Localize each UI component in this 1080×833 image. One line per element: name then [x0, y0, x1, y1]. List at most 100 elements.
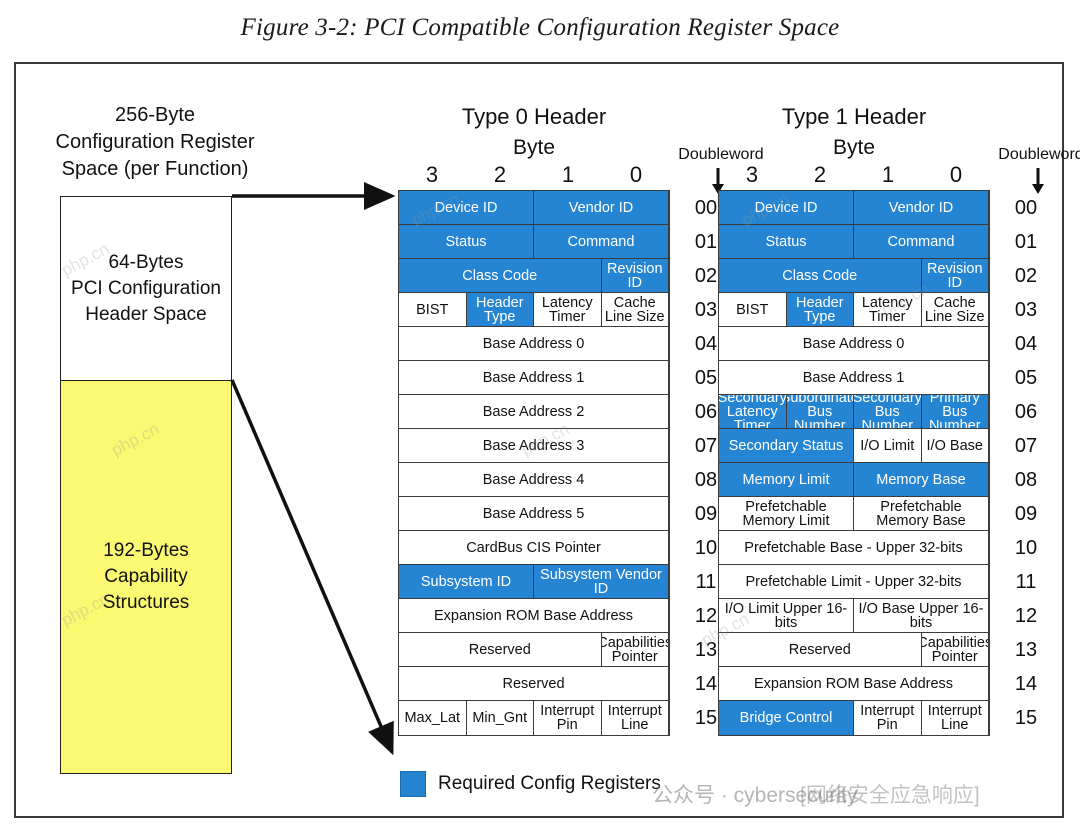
type0-doubleword-index: 01	[694, 231, 718, 253]
type1-cell: Primary Bus Number	[921, 395, 989, 428]
type0-cell: Base Address 4	[399, 463, 669, 496]
type0-cell: Cache Line Size	[602, 293, 669, 326]
type1-byte-numbers: 3 2 1 0	[718, 162, 990, 190]
type1-byte-num-0: 0	[949, 162, 963, 187]
type0-cell: Device ID	[399, 191, 534, 224]
type1-doubleword-index: 03	[1014, 299, 1038, 321]
capability-line-3: Structures	[102, 592, 190, 613]
type1-cell: Revision ID	[921, 259, 989, 292]
type1-cell: Memory Limit	[719, 463, 854, 496]
type1-doubleword-label: Doubleword	[998, 146, 1080, 163]
type0-doubleword-index: 10	[694, 537, 718, 559]
type1-doubleword-index: 01	[1014, 231, 1038, 253]
header-space-line-2: PCI Configuration	[71, 277, 221, 299]
type0-row: CardBus CIS Pointer 10	[399, 531, 717, 565]
type0-cell: BIST	[399, 293, 467, 326]
type1-cell: Device ID	[719, 191, 854, 224]
type1-cell: Secondary Bus Number	[854, 395, 922, 428]
type0-cell: Base Address 3	[399, 429, 669, 462]
type0-doubleword-index: 09	[694, 503, 718, 525]
type1-doubleword-index: 12	[1014, 605, 1038, 627]
type0-doubleword-index: 07	[694, 435, 718, 457]
type1-doubleword-index: 09	[1014, 503, 1038, 525]
type1-cell: Subordinate Bus Number	[786, 395, 854, 428]
type0-row: Base Address 1 05	[399, 361, 717, 395]
config-space-heading: 256-Byte Configuration Register Space (p…	[30, 102, 280, 183]
type1-cell: I/O Base Upper 16-bits	[854, 599, 989, 632]
type0-doubleword-index: 08	[694, 469, 718, 491]
type1-byte-label: Byte	[832, 136, 876, 159]
type0-cell: Interrupt Line	[602, 701, 669, 735]
type1-header-block: Type 1 Header Byte Doubleword 3 2 1 0 De…	[718, 104, 1080, 736]
type1-cell: I/O Limit Upper 16-bits	[719, 599, 854, 632]
type0-doubleword-index: 04	[694, 333, 718, 355]
type1-cell: Command	[854, 225, 989, 258]
type1-cell: Prefetchable Memory Limit	[719, 497, 854, 530]
type0-cell: Subsystem ID	[399, 565, 534, 598]
capability-line-2: Capability	[104, 566, 188, 587]
type0-cell: Subsystem Vendor ID	[534, 565, 669, 598]
type1-cell: Prefetchable Memory Base	[854, 497, 989, 530]
type1-cell: Secondary Status	[719, 429, 854, 462]
header-space-line-1: 64-Bytes	[108, 251, 184, 273]
type1-cell: Interrupt Pin	[854, 701, 922, 735]
type1-cell: Base Address 1	[719, 361, 989, 394]
type0-cell: Latency Timer	[534, 293, 602, 326]
type1-cell: Memory Base	[854, 463, 989, 496]
type0-byte-num-3: 3	[425, 162, 439, 187]
type0-cell: Capabilities Pointer	[601, 633, 669, 666]
type0-cell: Base Address 1	[399, 361, 669, 394]
type0-byte-num-1: 1	[561, 162, 575, 187]
type1-doubleword-index: 07	[1014, 435, 1038, 457]
legend-label: Required Config Registers	[438, 773, 661, 794]
config-space-heading-line-1: 256-Byte	[114, 104, 196, 126]
type1-cell: Prefetchable Base - Upper 32-bits	[719, 531, 989, 564]
type1-cell: Vendor ID	[854, 191, 989, 224]
type0-byte-num-2: 2	[493, 162, 507, 187]
type0-doubleword-index: 06	[694, 401, 718, 423]
type1-doubleword-index: 13	[1014, 639, 1038, 661]
type0-cell: Max_Lat	[399, 701, 467, 735]
type1-header-title: Type 1 Header	[781, 104, 927, 129]
type1-cell: Prefetchable Limit - Upper 32-bits	[719, 565, 989, 598]
type0-cell: Status	[399, 225, 534, 258]
config-space-heading-line-2: Configuration Register	[55, 131, 255, 153]
type0-cell: Reserved	[399, 633, 602, 666]
type1-byte-num-3: 3	[745, 162, 759, 187]
type1-cell: Class Code	[719, 259, 922, 292]
type1-byte-num-1: 1	[881, 162, 895, 187]
type0-cell: CardBus CIS Pointer	[399, 531, 669, 564]
type0-cell: Vendor ID	[534, 191, 669, 224]
capability-line-1: 192-Bytes	[103, 540, 189, 561]
capability-structures-label: 192-Bytes Capability Structures	[103, 538, 190, 616]
type1-cell: Header Type	[786, 293, 854, 326]
type1-cell: Capabilities Pointer	[921, 633, 989, 666]
type1-cell: Status	[719, 225, 854, 258]
type0-cell: Command	[534, 225, 669, 258]
type1-doubleword-index: 15	[1014, 707, 1038, 729]
type1-doubleword-index: 06	[1014, 401, 1038, 423]
pci-config-header-space-label: 64-Bytes PCI Configuration Header Space	[71, 250, 221, 328]
type1-cell: Cache Line Size	[922, 293, 989, 326]
type0-doubleword-index: 12	[694, 605, 718, 627]
type0-doubleword-index: 05	[694, 367, 718, 389]
type0-header-title: Type 0 Header	[461, 104, 607, 129]
